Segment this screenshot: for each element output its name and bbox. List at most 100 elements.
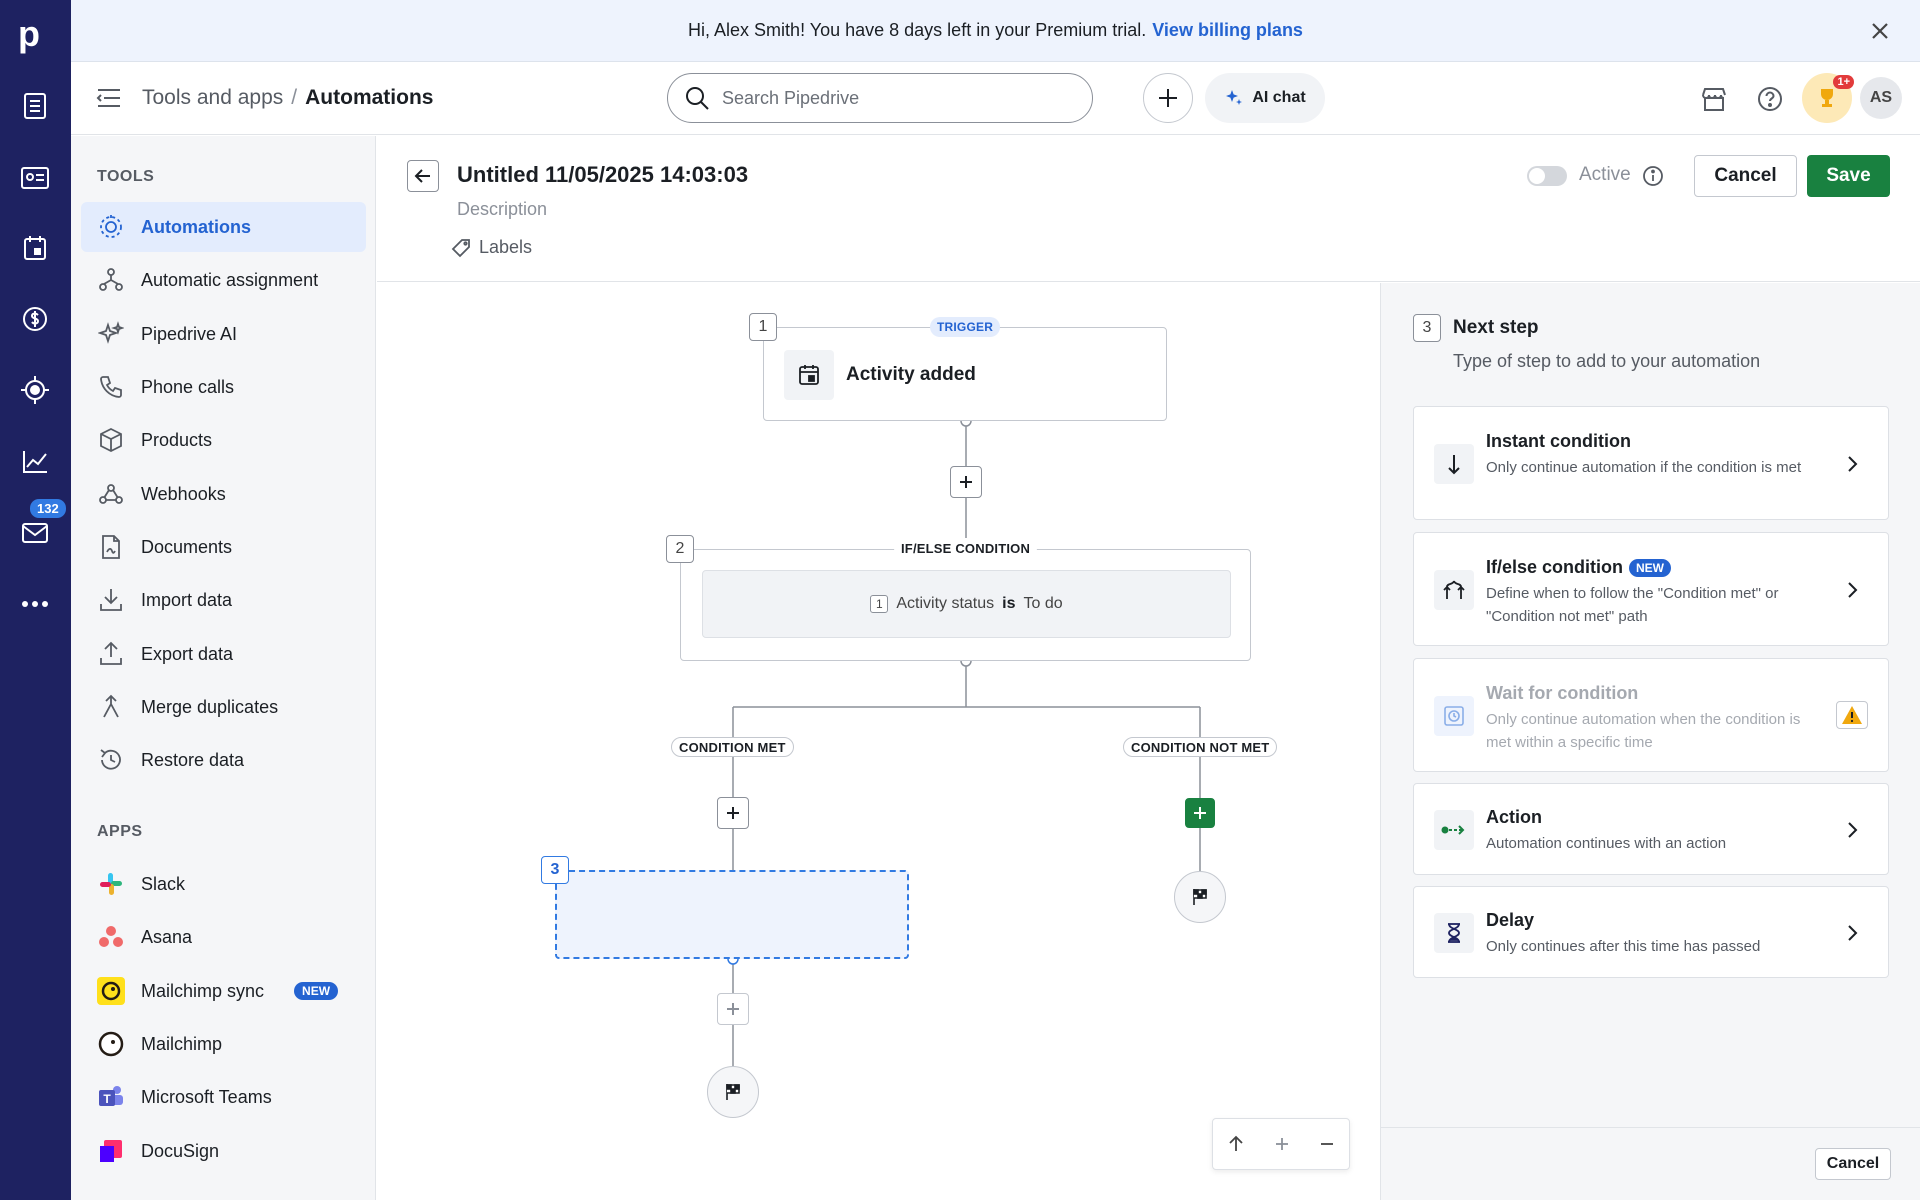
description-field[interactable]: Description [457,199,548,219]
help-icon[interactable] [1756,85,1784,113]
add-step-after-button[interactable] [717,993,749,1025]
add-step-button[interactable] [950,466,982,498]
deals-icon[interactable] [19,162,51,194]
calendar-icon [784,350,834,400]
option-description: Only continue automation if the conditio… [1486,459,1802,476]
sidebar-item-docusign[interactable]: DocuSign [81,1126,366,1176]
step-number: 2 [666,535,694,563]
save-button[interactable]: Save [1807,155,1890,197]
trigger-node[interactable]: Activity added [763,327,1167,421]
menu-collapse-icon[interactable] [96,87,122,109]
achievements-badge: 1+ [1833,75,1854,89]
chevron-right-icon [1848,582,1858,598]
panel-cancel-button[interactable]: Cancel [1815,1148,1891,1180]
pipedrive-logo[interactable]: p [18,13,40,54]
money-icon[interactable] [19,303,51,335]
panel-title: Next step [1453,317,1539,338]
option-description: Only continues after this time has passe… [1486,938,1761,955]
cancel-button[interactable]: Cancel [1694,155,1797,197]
option-description: Define when to follow the "Condition met… [1486,585,1779,625]
new-badge: NEW [294,982,339,1000]
sidebar-item-phone-calls[interactable]: Phone calls [81,362,366,412]
sidebar-item-merge-duplicates[interactable]: Merge duplicates [81,682,366,732]
restore-icon [97,746,125,774]
step-option-if-else-condition[interactable]: If/else condition NEW Define when to fol… [1413,532,1889,646]
step-option-instant-condition[interactable]: Instant condition Only continue automati… [1413,406,1889,520]
sidebar-item-export-data[interactable]: Export data [81,629,366,679]
zoom-out-icon[interactable] [1319,1136,1335,1152]
option-description: Automation continues with an action [1486,835,1727,852]
flow-canvas[interactable]: Activity added 1 TRIGGER 1 Activity stat… [377,283,1380,1200]
step-option-wait-for-condition[interactable]: Wait for condition Only continue automat… [1413,658,1889,772]
if-else-node[interactable]: 1 Activity status is To do [680,549,1251,661]
breadcrumb-tools-and-apps[interactable]: Tools and apps [142,86,284,109]
step-option-delay[interactable]: Delay Only continues after this time has… [1413,886,1889,978]
condition-rule[interactable]: 1 Activity status is To do [702,570,1231,638]
trial-banner-text: Hi, Alex Smith! You have 8 days left in … [688,20,1147,40]
trigger-tag: TRIGGER [930,317,1001,337]
projects-icon[interactable] [19,374,51,406]
sidebar-item-label: Import data [141,589,233,610]
labels-button[interactable]: Labels [451,237,532,258]
sidebar-item-asana[interactable]: Asana [81,912,366,962]
automation-title[interactable]: Untitled 11/05/2025 14:03:03 [457,162,749,187]
warning-icon[interactable] [1836,701,1868,729]
insights-icon[interactable] [19,446,51,478]
mail-icon[interactable] [19,517,51,549]
view-billing-plans-link[interactable]: View billing plans [1152,20,1303,40]
step-option-action[interactable]: Action Automation continues with an acti… [1413,783,1889,875]
sidebar-item-mailchimp[interactable]: Mailchimp [81,1019,366,1069]
teams-icon: T [97,1083,125,1111]
active-toggle[interactable] [1527,166,1567,186]
quick-add-button[interactable] [1143,73,1193,123]
ai-chat-label: AI chat [1252,89,1306,106]
sidebar-item-mailchimp-sync[interactable]: Mailchimp sync NEW [81,966,366,1016]
condition-not-met-tag: CONDITION NOT MET [1123,737,1278,757]
export-icon [97,640,125,668]
fit-view-icon[interactable] [1227,1135,1245,1153]
leads-icon[interactable] [19,90,51,122]
sidebar-item-import-data[interactable]: Import data [81,575,366,625]
add-step-not-met-button[interactable] [1185,798,1215,828]
sparkle-icon [1226,90,1243,105]
achievements-button[interactable]: 1+ [1802,73,1854,123]
mailchimp-icon [97,977,125,1005]
zoom-in-icon[interactable] [1274,1136,1290,1152]
option-title: Delay [1486,910,1535,930]
more-icon[interactable] [19,588,51,620]
search-box[interactable] [667,73,1093,123]
sidebar-item-webhooks[interactable]: Webhooks [81,469,366,519]
sidebar-item-documents[interactable]: Documents [81,522,366,572]
sidebar-item-microsoft-teams[interactable]: T Microsoft Teams [81,1072,366,1122]
add-step-met-button[interactable] [717,797,749,829]
info-icon[interactable] [1642,165,1664,187]
sidebar-item-label: Automations [141,216,251,237]
new-badge: NEW [1629,558,1672,577]
user-avatar[interactable]: AS [1860,77,1902,119]
tag-icon [451,238,470,257]
trigger-title: Activity added [846,364,976,385]
ai-chat-button[interactable]: AI chat [1205,73,1325,123]
condition-number: 1 [870,595,889,613]
calendar-icon[interactable] [19,232,51,264]
sidebar-item-restore-data[interactable]: Restore data [81,735,366,785]
step-number: 3 [1413,314,1441,342]
new-step-placeholder[interactable] [555,870,909,959]
close-banner-icon[interactable] [1868,19,1892,43]
sidebar-item-products[interactable]: Products [81,415,366,465]
sidebar-item-slack[interactable]: Slack [81,859,366,909]
if-else-tag: IF/ELSE CONDITION [894,538,1038,558]
back-button[interactable] [407,160,439,192]
marketplace-icon[interactable] [1700,85,1728,113]
sidebar-item-automatic-assignment[interactable]: Automatic assignment [81,255,366,305]
step-number: 3 [541,856,569,884]
condition-met-tag: CONDITION MET [671,737,794,757]
sidebar-item-pipedrive-ai[interactable]: Pipedrive AI [81,309,366,359]
search-input[interactable] [722,87,1062,109]
sidebar-item-automations[interactable]: Automations [81,202,366,252]
trial-banner: Hi, Alex Smith! You have 8 days left in … [71,0,1920,62]
sidebar-item-label: Pipedrive AI [141,323,238,344]
sidebar-item-label: Slack [141,873,186,894]
option-description: Only continue automation when the condit… [1486,711,1801,751]
sidebar-item-label: Asana [141,926,193,947]
